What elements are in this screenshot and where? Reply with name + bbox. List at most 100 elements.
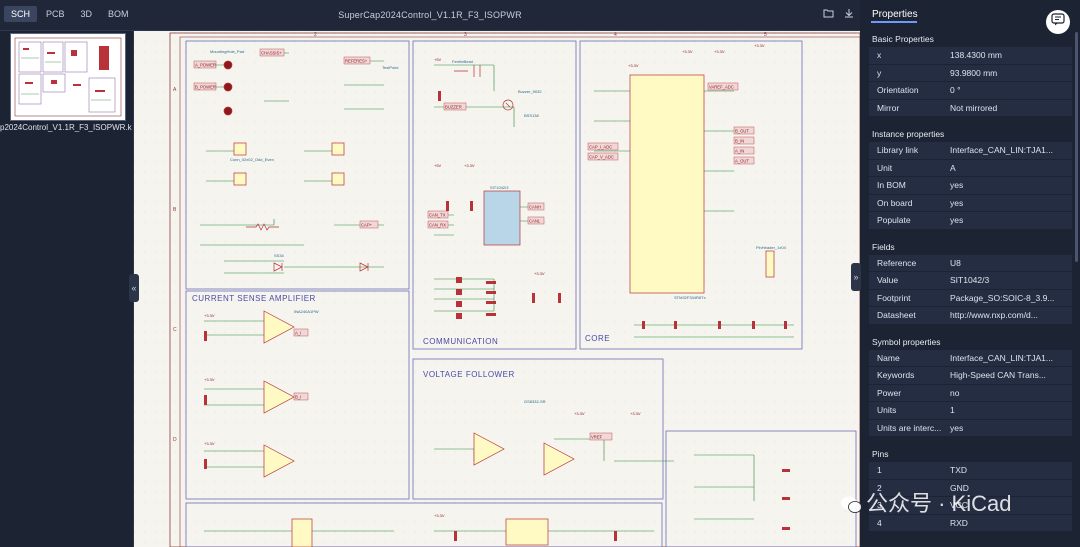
part-name: INA240A1PW bbox=[294, 309, 319, 314]
prop-value[interactable]: yes bbox=[950, 180, 964, 191]
prop-key: Library link bbox=[877, 145, 919, 156]
prop-key: Value bbox=[877, 275, 899, 286]
net-label: B_I bbox=[295, 395, 301, 400]
tab-3d[interactable]: 3D bbox=[80, 9, 93, 19]
properties-scrollbar[interactable] bbox=[1075, 32, 1078, 262]
section-fields: Fields bbox=[872, 241, 895, 252]
net-label: CHASSIS+ bbox=[261, 51, 282, 56]
prop-key: Reference bbox=[877, 257, 917, 268]
prop-row-name: Name Interface_CAN_LIN:TJA1... bbox=[869, 349, 1072, 367]
block-title-communication: COMMUNICATION bbox=[423, 337, 498, 346]
wechat-icon bbox=[840, 495, 862, 515]
prop-row-units-interchangeable: Units are interc... yes bbox=[869, 419, 1072, 437]
net-label: CAN_TX bbox=[429, 213, 446, 218]
pin-number: 3 bbox=[877, 500, 882, 511]
svg-text:+3.3V: +3.3V bbox=[574, 411, 585, 416]
net-label: CAP_V_ADC bbox=[589, 155, 614, 160]
prop-key: x bbox=[877, 50, 882, 61]
tab-pcb[interactable]: PCB bbox=[46, 9, 65, 19]
part-name: Buzzer_9032 bbox=[518, 89, 542, 94]
prop-row-datasheet: Datasheet http://www.nxp.com/d... bbox=[869, 307, 1072, 325]
prop-value[interactable]: High-Speed CAN Trans... bbox=[950, 370, 1046, 381]
properties-title: Properties bbox=[872, 9, 918, 20]
prop-value[interactable]: yes bbox=[950, 197, 964, 208]
svg-text:+3.3V: +3.3V bbox=[204, 377, 215, 382]
svg-text:+3.3V: +3.3V bbox=[204, 313, 215, 318]
section-instance-properties: Instance properties bbox=[872, 129, 945, 139]
svg-text:D: D bbox=[173, 437, 177, 443]
prop-key: Datasheet bbox=[877, 310, 916, 321]
chat-button[interactable] bbox=[1046, 10, 1070, 34]
prop-value[interactable]: A bbox=[950, 162, 956, 173]
top-bar: SCH PCB 3D BOM SuperCap2024Control_V1.1R… bbox=[0, 0, 860, 31]
pin-number: 1 bbox=[877, 465, 882, 476]
prop-key: y bbox=[877, 67, 882, 78]
svg-text:+3.3V: +3.3V bbox=[464, 163, 475, 168]
prop-row-library-link: Library link Interface_CAN_LIN:TJA1... bbox=[869, 142, 1072, 160]
tab-sch[interactable]: SCH bbox=[4, 6, 38, 22]
part-name: SS34 bbox=[274, 253, 285, 258]
prop-value[interactable]: yes bbox=[950, 215, 964, 226]
download-icon[interactable] bbox=[844, 8, 854, 21]
net-label: A_POWER bbox=[195, 63, 216, 68]
sheet-filename: p2024Control_V1.1R_F3_ISOPWR.k bbox=[0, 123, 132, 132]
chat-icon bbox=[1051, 13, 1065, 31]
prop-key: Units are interc... bbox=[877, 422, 942, 433]
part-name: TestPoint bbox=[382, 65, 399, 70]
watermark: 公众号 · KiCad bbox=[840, 486, 1011, 518]
prop-value[interactable]: U8 bbox=[950, 257, 961, 268]
net-label: A_OUT bbox=[735, 159, 749, 164]
pin-name: TXD bbox=[950, 465, 967, 476]
net-label: B_IN bbox=[735, 139, 744, 144]
pin-row: 1 TXD bbox=[869, 462, 1072, 480]
svg-text:4: 4 bbox=[614, 32, 617, 38]
svg-text:+3.3V: +3.3V bbox=[434, 513, 445, 518]
svg-text:A: A bbox=[173, 87, 177, 93]
prop-value[interactable]: SIT1042/3 bbox=[950, 275, 990, 286]
section-basic-properties: Basic Properties bbox=[872, 34, 934, 44]
prop-value[interactable]: yes bbox=[950, 422, 964, 433]
sheet-thumbnail-panel: p2024Control_V1.1R_F3_ISOPWR.k bbox=[0, 31, 134, 547]
block-title-voltage-follower: VOLTAGE FOLLOWER bbox=[423, 370, 515, 379]
part-name: Conn_02x02_Odd_Even bbox=[230, 157, 274, 162]
prop-key: Footprint bbox=[877, 292, 911, 303]
svg-text:C: C bbox=[173, 327, 177, 333]
collapse-left-panel-button[interactable]: « bbox=[129, 274, 139, 302]
sheet-thumbnail[interactable] bbox=[10, 33, 126, 121]
prop-value[interactable]: Not mirrored bbox=[950, 102, 998, 113]
prop-key: Keywords bbox=[877, 370, 915, 381]
prop-value[interactable]: no bbox=[950, 387, 960, 398]
net-label: A_IN bbox=[735, 149, 744, 154]
prop-row-value: Value SIT1042/3 bbox=[869, 272, 1072, 290]
tab-bom[interactable]: BOM bbox=[108, 9, 129, 19]
prop-key: Unit bbox=[877, 162, 893, 173]
document-title: SuperCap2024Control_V1.1R_F3_ISOPWR bbox=[338, 10, 522, 20]
folder-icon[interactable] bbox=[823, 8, 834, 21]
part-name: SIT1042/3 bbox=[490, 185, 509, 190]
prop-key: Mirror bbox=[877, 102, 900, 113]
prop-value[interactable]: 1 bbox=[950, 405, 955, 416]
collapse-right-panel-button[interactable]: » bbox=[851, 263, 861, 291]
pin-name: RXD bbox=[950, 517, 968, 528]
prop-value[interactable]: http://www.nxp.com/d... bbox=[950, 310, 1038, 321]
prop-value[interactable]: 0 ° bbox=[950, 85, 961, 96]
part-name: STM32F334R8Tx bbox=[674, 295, 706, 300]
prop-key: Name bbox=[877, 352, 900, 363]
prop-value[interactable]: Interface_CAN_LIN:TJA1... bbox=[950, 145, 1053, 156]
prop-value[interactable]: 93.9800 mm bbox=[950, 67, 998, 78]
watermark-text: 公众号 · KiCad bbox=[866, 491, 1012, 516]
prop-key: Populate bbox=[877, 215, 911, 226]
section-pins: Pins bbox=[872, 449, 889, 459]
prop-value[interactable]: Package_SO:SOIC-8_3.9... bbox=[950, 292, 1055, 303]
part-name: PinHeader_1x04 bbox=[756, 245, 787, 250]
prop-value[interactable]: 138.4300 mm bbox=[950, 50, 1002, 61]
svg-text:+5V: +5V bbox=[434, 163, 442, 168]
prop-value[interactable]: Interface_CAN_LIN:TJA1... bbox=[950, 352, 1053, 363]
prop-key: Orientation bbox=[877, 85, 919, 96]
